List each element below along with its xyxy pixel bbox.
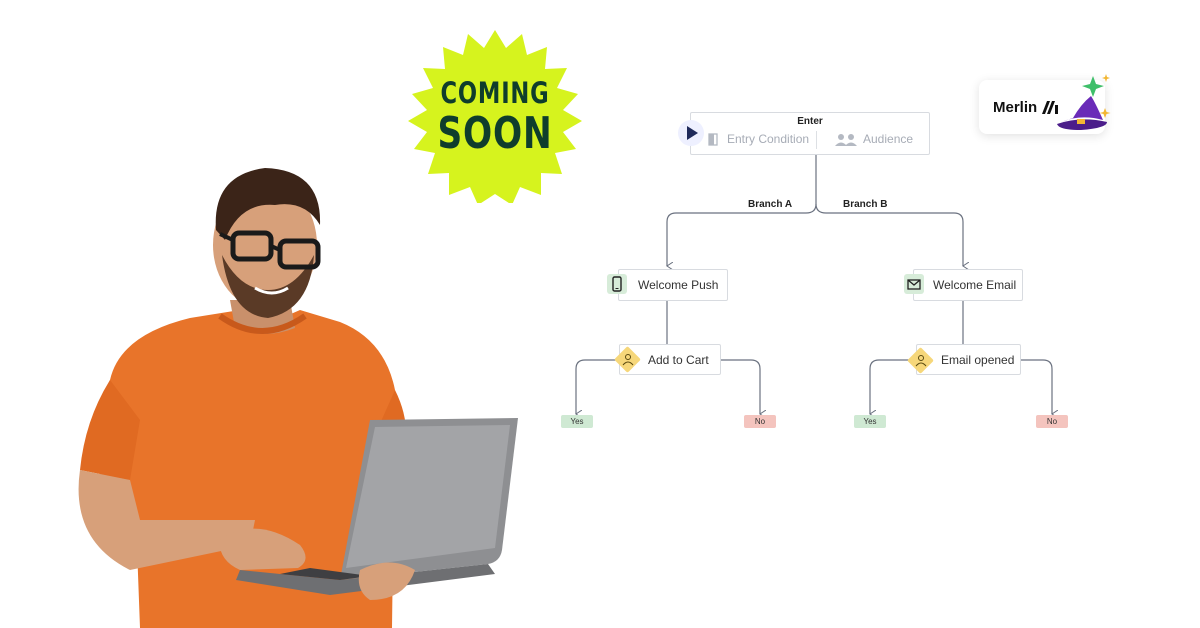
flow-connectors bbox=[540, 155, 1100, 460]
wizard-hat-icon bbox=[1057, 74, 1111, 130]
branch-a-label: Branch A bbox=[748, 199, 793, 210]
coming-soon-badge: COMING SOON bbox=[405, 28, 585, 203]
opened-yes-pill[interactable]: Yes bbox=[854, 415, 886, 428]
cart-no-pill[interactable]: No bbox=[744, 415, 776, 428]
add-to-cart-label: Add to Cart bbox=[648, 353, 709, 367]
welcome-push-node[interactable]: Welcome Push bbox=[618, 269, 728, 301]
enter-title: Enter bbox=[797, 116, 823, 127]
play-icon[interactable] bbox=[678, 120, 704, 146]
merlin-logo-mark-icon bbox=[1042, 101, 1058, 114]
audience-label[interactable]: Audience bbox=[863, 132, 914, 146]
merlin-card: Merlin bbox=[979, 74, 1111, 134]
entry-condition-label[interactable]: Entry Condition bbox=[727, 132, 810, 146]
welcome-email-label: Welcome Email bbox=[933, 278, 1017, 292]
enter-divider bbox=[816, 131, 817, 149]
user-condition-icon bbox=[622, 354, 634, 366]
door-icon bbox=[708, 133, 718, 146]
cart-yes-pill[interactable]: Yes bbox=[561, 415, 593, 428]
email-opened-label: Email opened bbox=[941, 353, 1015, 367]
enter-node[interactable]: Enter Entry Condition Audience bbox=[690, 112, 930, 155]
connector-cart-no bbox=[721, 359, 760, 414]
connector-branch-b bbox=[815, 203, 963, 266]
connector-enter-to-branches bbox=[667, 155, 817, 266]
mobile-phone-icon bbox=[607, 274, 627, 294]
opened-no-pill[interactable]: No bbox=[1036, 415, 1068, 428]
audience-icon bbox=[835, 134, 857, 146]
welcome-push-label: Welcome Push bbox=[638, 278, 719, 292]
person-with-laptop-illustration bbox=[78, 168, 518, 628]
connector-opened-no bbox=[1021, 359, 1052, 414]
badge-line-1: COMING bbox=[440, 76, 550, 110]
envelope-icon bbox=[904, 274, 924, 294]
connector-cart-yes bbox=[576, 359, 619, 414]
connector-opened-yes bbox=[870, 359, 916, 414]
badge-line-2: SOON bbox=[437, 108, 553, 159]
user-condition-icon bbox=[915, 355, 927, 367]
starburst-shape bbox=[408, 30, 582, 203]
branch-b-label: Branch B bbox=[843, 199, 888, 210]
journey-flow-diagram: Enter Entry Condition Audience Branch A … bbox=[540, 100, 1100, 460]
welcome-email-node[interactable]: Welcome Email bbox=[913, 269, 1023, 301]
merlin-brand-label: Merlin bbox=[993, 99, 1038, 116]
